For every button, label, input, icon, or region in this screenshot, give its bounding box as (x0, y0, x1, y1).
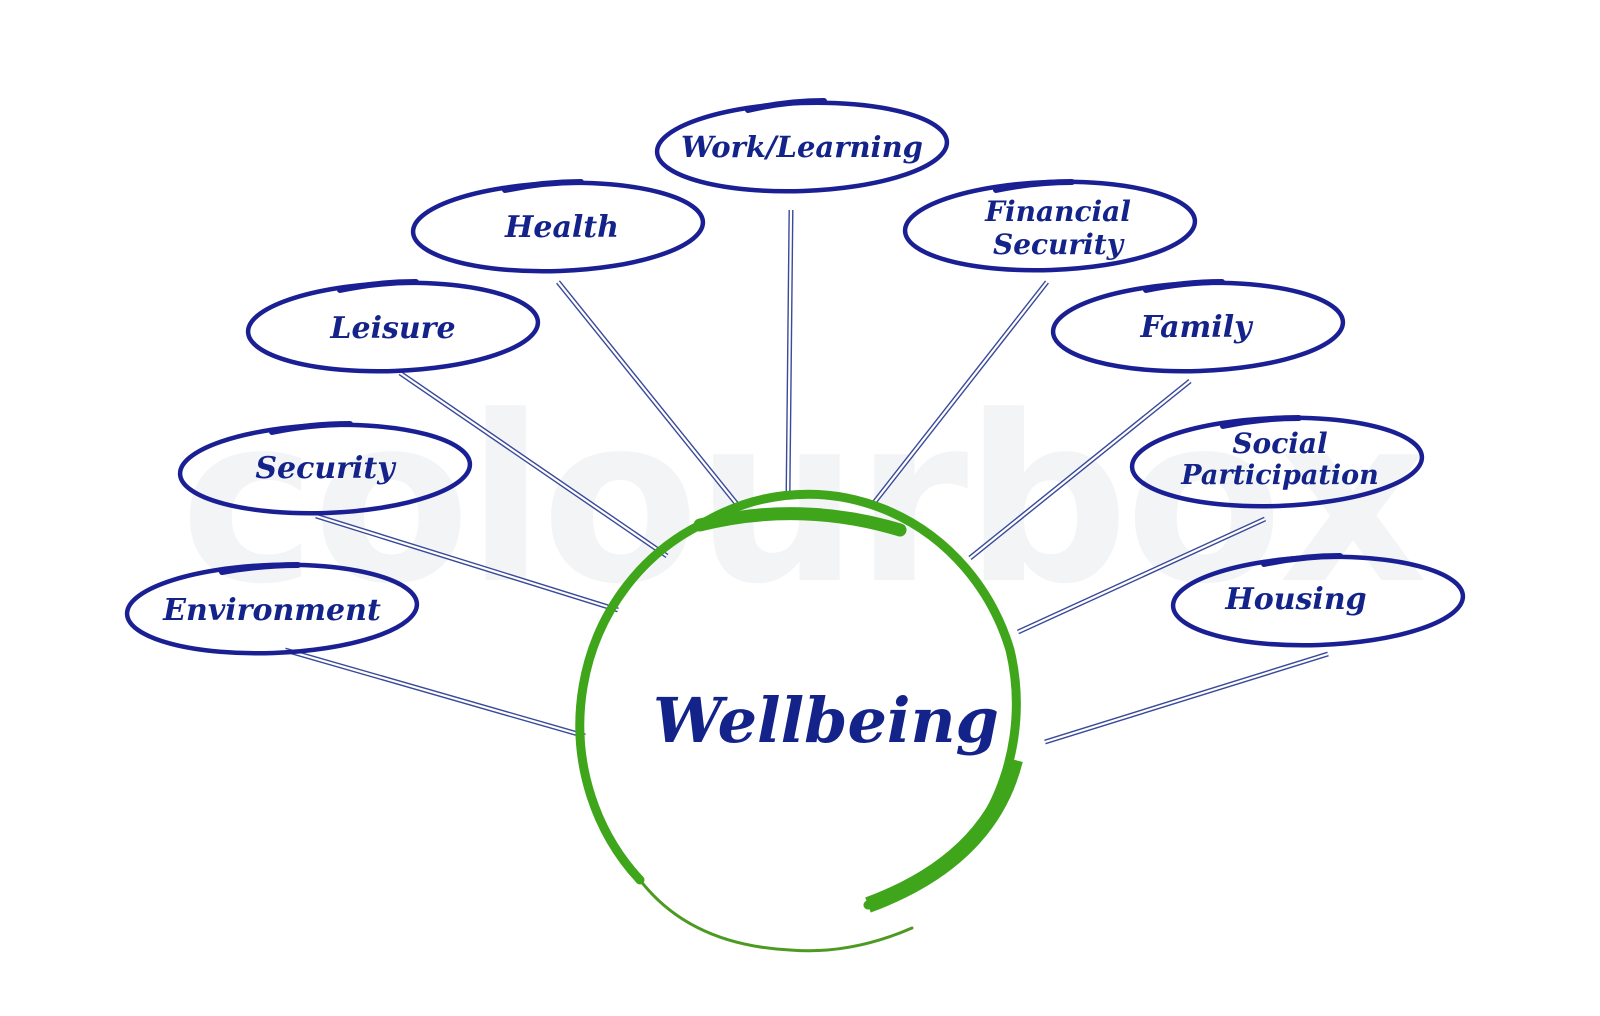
connector-housing (1044, 651, 1329, 745)
connector-environment (284, 647, 586, 739)
node-family: Family (1050, 279, 1346, 374)
connectors (284, 209, 1329, 745)
node-label: Financial (984, 195, 1131, 228)
node-label: Social (1232, 427, 1327, 460)
center-circle (575, 489, 1023, 953)
node-label: Housing (1224, 582, 1366, 617)
connector-leisure (398, 370, 669, 559)
node-label: Participation (1180, 460, 1378, 491)
node-leisure: Leisure (245, 279, 541, 374)
node-work-learning: Work/Learning (654, 98, 950, 194)
watermark: colourbox (180, 368, 1424, 635)
connector-social-participation (1016, 516, 1267, 635)
node-health: Health (410, 179, 706, 274)
node-environment: Environment (124, 562, 420, 656)
connector-security (315, 513, 619, 613)
node-housing: Housing (1170, 553, 1466, 648)
node-label: Security (993, 228, 1125, 261)
node-label: Family (1139, 310, 1254, 345)
connector-financial-security (871, 280, 1049, 506)
node-label: Health (504, 210, 619, 245)
node-label: Leisure (329, 311, 455, 346)
node-financial-security: Financial Security (902, 179, 1198, 273)
center-label: Wellbeing (653, 684, 999, 757)
connector-family (968, 379, 1192, 560)
node-label: Environment (162, 593, 381, 628)
connector-work-learning (785, 209, 794, 497)
node-social-participation: Social Participation (1129, 415, 1425, 509)
connector-health (556, 280, 742, 510)
node-label: Work/Learning (681, 130, 923, 164)
node-label: Security (255, 451, 397, 486)
node-security: Security (177, 421, 473, 516)
